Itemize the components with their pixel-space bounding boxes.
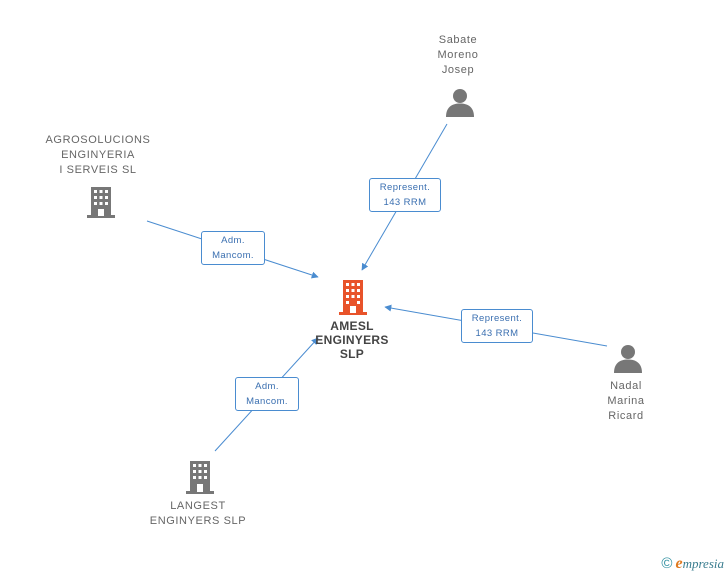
node-center[interactable]: AMESL ENGINYERS SLP: [300, 319, 404, 361]
edge-label-line: 143 RRM: [383, 197, 427, 208]
edge-label-line: 143 RRM: [475, 328, 519, 339]
node-langest[interactable]: LANGEST ENGINYERS SLP: [138, 499, 258, 529]
edge-label-line: Mancom.: [212, 250, 254, 261]
building-icon: [87, 187, 115, 218]
copyright-icon: ©: [661, 555, 673, 572]
node-label-line: Nadal: [610, 380, 642, 392]
node-label-line: SLP: [339, 347, 365, 361]
node-label-line: Ricard: [608, 410, 644, 422]
person-icon: [614, 345, 642, 373]
node-label-line: Josep: [441, 64, 475, 76]
person-icon: [446, 89, 474, 117]
node-agrosolucions[interactable]: AGROSOLUCIONS ENGINYERIA I SERVEIS SL: [38, 133, 158, 178]
edge-label-line: Mancom.: [246, 396, 288, 407]
edge-label-line: Adm.: [255, 381, 279, 392]
brand-logo: empresia: [675, 555, 724, 572]
footer-brand: ©empresia: [661, 555, 724, 573]
node-label-line: I SERVEIS SL: [59, 164, 137, 176]
building-icon: [186, 461, 214, 494]
node-label-line: AGROSOLUCIONS: [45, 134, 151, 146]
brand-e: e: [675, 555, 683, 572]
edge-label-line: Adm.: [221, 235, 245, 246]
node-nadal[interactable]: Nadal Marina Ricard: [576, 379, 676, 424]
edge-label-nadal[interactable]: Represent. 143 RRM: [461, 309, 533, 343]
edge-label-sabate[interactable]: Represent. 143 RRM: [369, 178, 441, 212]
edge-label-agrosolucions[interactable]: Adm. Mancom.: [201, 231, 265, 265]
edge-label-line: Represent.: [379, 182, 431, 193]
building-icon: [339, 280, 367, 315]
node-label-line: Moreno: [437, 49, 479, 61]
node-label-line: Marina: [607, 395, 645, 407]
edge-label-langest[interactable]: Adm. Mancom.: [235, 377, 299, 411]
node-label-line: AMESL: [330, 319, 374, 333]
node-label-line: LANGEST: [170, 500, 226, 512]
node-label-line: Sabate: [438, 34, 478, 46]
node-label-line: ENGINYERIA: [61, 149, 135, 161]
brand-rest: mpresia: [682, 556, 724, 571]
node-label-line: ENGINYERS SLP: [149, 515, 247, 527]
node-label-line: ENGINYERS: [315, 333, 389, 347]
node-sabate[interactable]: Sabate Moreno Josep: [408, 33, 508, 78]
edge-label-line: Represent.: [471, 313, 523, 324]
